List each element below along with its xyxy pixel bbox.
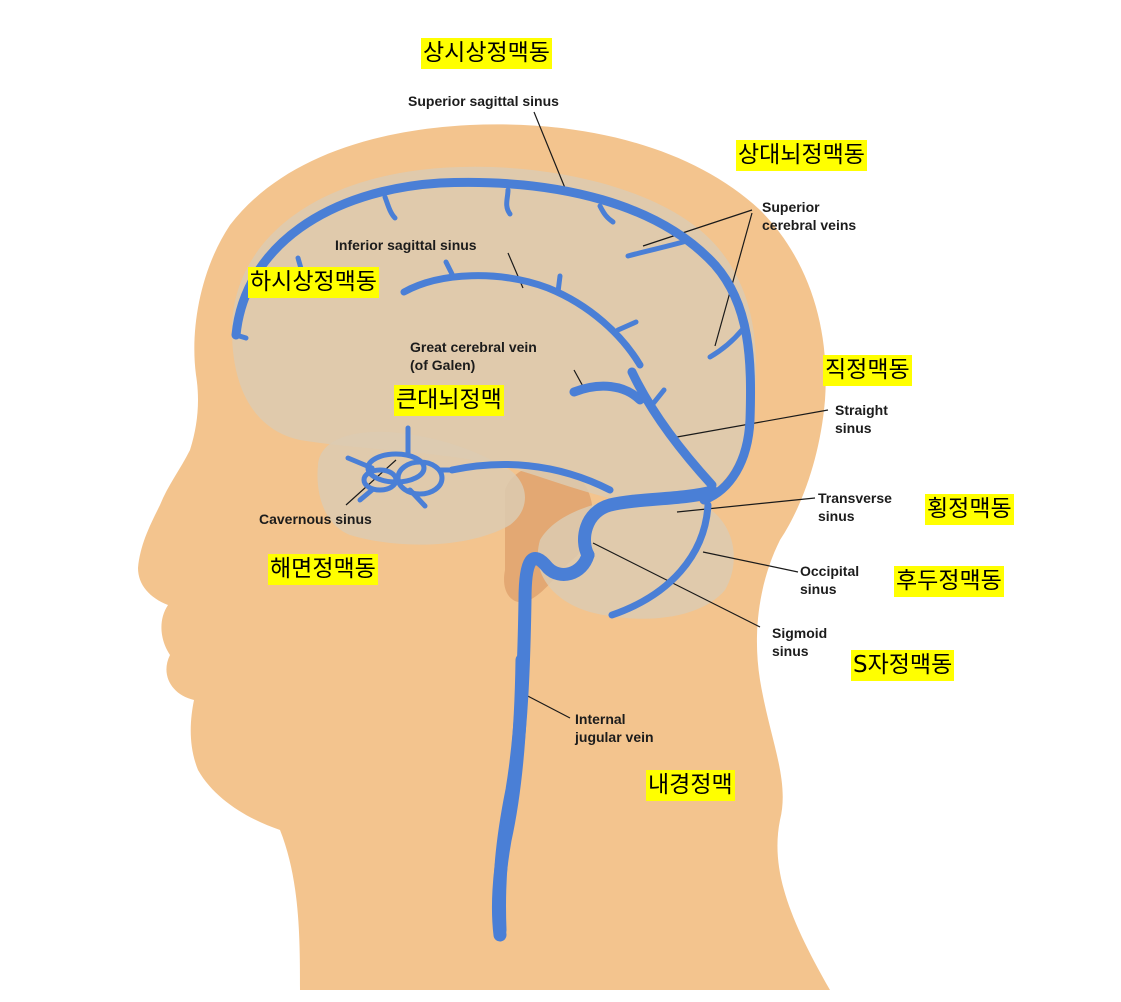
label-straight-sinus-line2: sinus [835,420,872,436]
korean-label-superior-sagittal-sinus: 상시상정맥동 [421,38,552,69]
label-sigmoid-sinus-line2: sinus [772,643,809,659]
label-straight-sinus-line1: Straight [835,402,888,418]
label-inferior-sagittal-sinus: Inferior sagittal sinus [335,237,477,253]
label-great-cerebral-vein-line1: Great cerebral vein [410,339,537,355]
korean-label-internal-jugular-vein: 내경정맥 [646,770,735,801]
label-superior-cerebral-veins: Superior cerebral veins [762,198,856,234]
korean-label-superior-cerebral: 상대뇌정맥동 [736,140,867,171]
label-superior-cerebral-veins-line2: cerebral veins [762,217,857,233]
korean-label-inferior-sagittal-sinus: 하시상정맥동 [248,267,379,298]
korean-label-occipital-sinus: 후두정맥동 [894,566,1004,597]
label-internal-jugular-vein-line2: jugular vein [575,729,654,745]
internal-jugular-vein [491,653,529,942]
label-transverse-sinus-line1: Transverse [818,490,892,506]
label-occipital-sinus: Occipital sinus [800,562,859,598]
label-transverse-sinus-line2: sinus [818,508,855,524]
korean-label-cavernous-sinus: 해면정맥동 [268,554,378,585]
straight-sinus [627,367,717,490]
label-occipital-sinus-line2: sinus [800,581,837,597]
korean-label-transverse-sinus: 횡정맥동 [925,494,1014,525]
label-occipital-sinus-line1: Occipital [800,563,860,579]
superior-sagittal-sinus [231,177,756,505]
label-cavernous-sinus: Cavernous sinus [259,511,372,527]
korean-label-straight-sinus: 직정맥동 [823,355,912,386]
great-cerebral-vein [569,381,645,405]
korean-label-great-cerebral-vein: 큰대뇌정맥 [394,385,504,416]
label-superior-cerebral-veins-line1: Superior [762,199,820,215]
korean-label-sigmoid-sinus: S자정맥동 [851,650,955,681]
label-internal-jugular-vein-line1: Internal [575,711,626,727]
label-great-cerebral-vein-line2: (of Galen) [410,357,476,373]
label-transverse-sinus: Transverse sinus [818,489,892,525]
label-sigmoid-sinus-line1: Sigmoid [772,625,828,641]
transverse-sinus [578,485,719,562]
occipital-sinus [608,501,712,619]
cerebrum [232,166,757,506]
label-internal-jugular-vein: Internal jugular vein [575,710,654,746]
label-superior-sagittal-sinus: Superior sagittal sinus [408,93,559,109]
label-great-cerebral-vein: Great cerebral vein (of Galen) [410,338,537,374]
label-sigmoid-sinus: Sigmoid sinus [772,624,827,660]
cavernous-sinus-network [345,425,458,509]
venous-system [231,177,756,942]
inferior-sagittal-sinus [400,272,644,369]
label-straight-sinus: Straight sinus [835,401,888,437]
